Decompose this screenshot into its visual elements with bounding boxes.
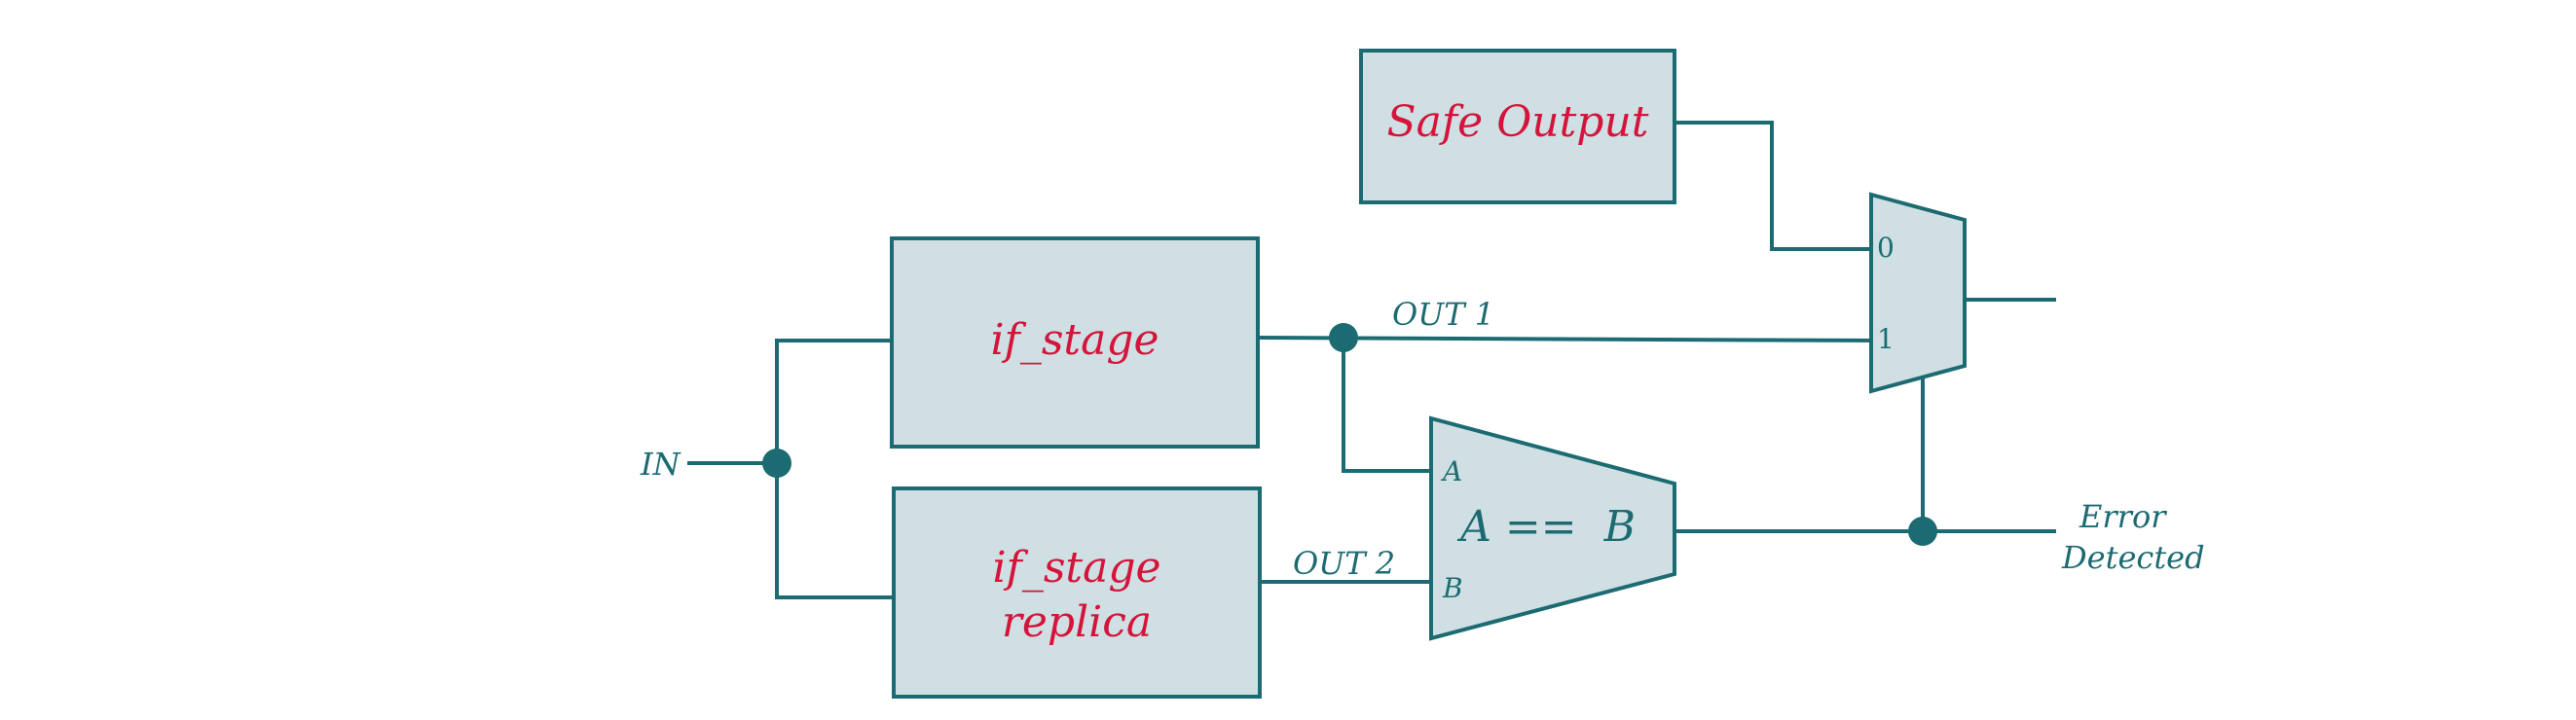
replica-label-line2: replica [1002, 597, 1152, 647]
junctions [762, 323, 1937, 546]
error-detected-label-line1: Error [2079, 498, 2167, 535]
signal-labels: IN OUT 1 OUT 2 Error Detected [640, 296, 2205, 582]
if-stage-block: if_stage [890, 236, 1260, 449]
if-stage-replica-block: if_stage replica [892, 486, 1262, 699]
safe-output-to-mux-wire [1673, 121, 1873, 251]
comparator-expression: A == B [1456, 502, 1636, 552]
multiplexer: 0 1 [1869, 192, 1967, 394]
error-detected-label-line2: Detected [2061, 539, 2205, 576]
out2-label: OUT 2 [1293, 545, 1395, 582]
comparator-port-a: A [1440, 455, 1462, 487]
mux-port-0: 0 [1877, 232, 1895, 264]
out1-junction [1329, 323, 1358, 352]
wires [687, 121, 2056, 599]
if-stage-label: if_stage [990, 315, 1159, 365]
safe-output-label: Safe Output [1387, 97, 1649, 147]
in-label: IN [640, 446, 681, 483]
out1-label: OUT 1 [1392, 296, 1494, 333]
in-junction [762, 449, 791, 478]
safe-output-block: Safe Output [1359, 49, 1676, 204]
comparator-port-b: B [1442, 572, 1463, 604]
comparator: A B A == B [1429, 415, 1676, 641]
out1-wire [1255, 335, 1874, 343]
error-junction [1908, 517, 1937, 546]
replica-label-line1: if_stage [992, 543, 1160, 593]
out1-to-comparator-a-wire [1342, 336, 1431, 473]
mux-port-1: 1 [1877, 323, 1895, 355]
